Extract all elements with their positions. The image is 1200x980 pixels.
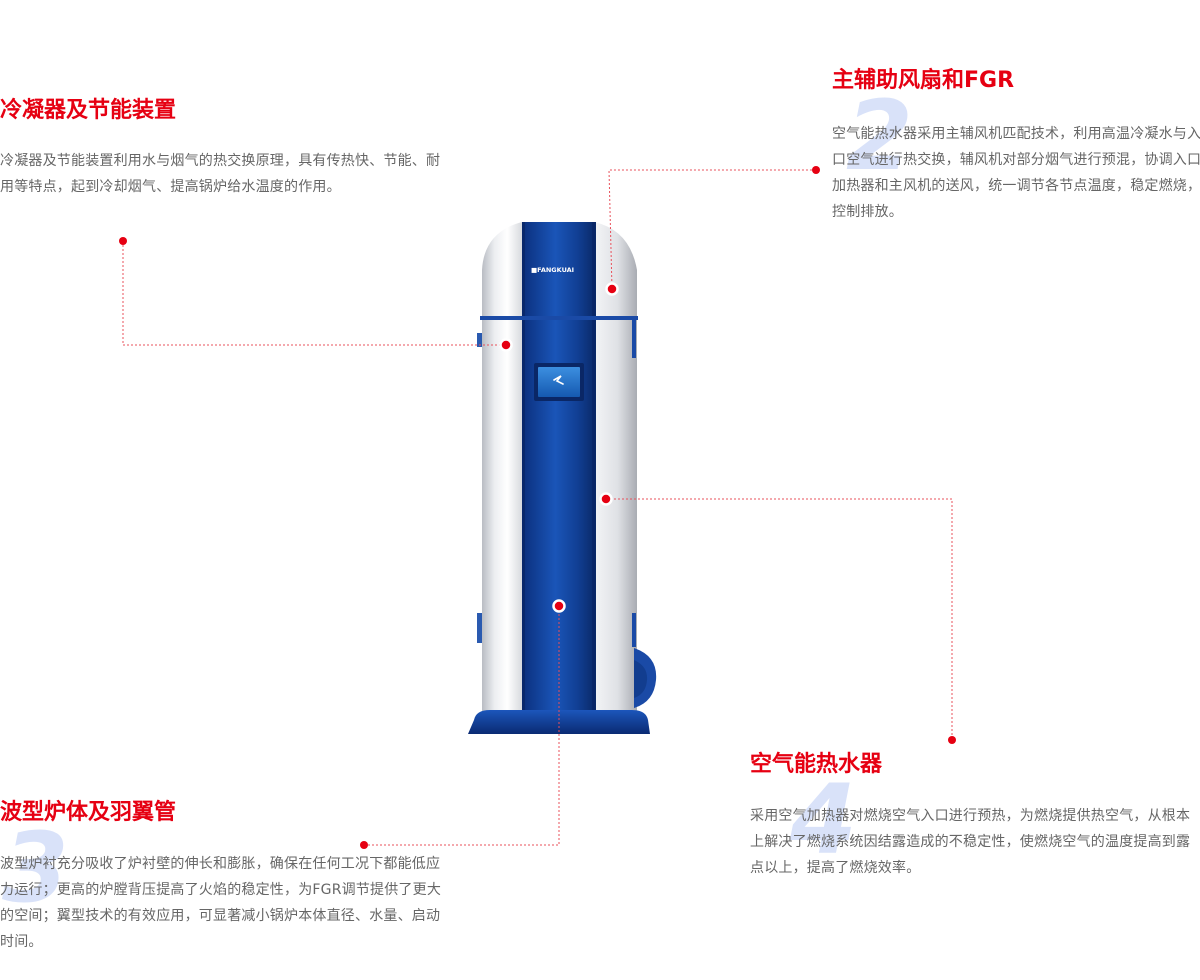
feature-description: 采用空气加热器对燃烧空气入口进行预热，为燃烧提供热空气，从根本上解决了燃烧系统因…: [750, 808, 1191, 876]
feature-condenser: 冷凝器及节能装置 冷凝器及节能装置利用水与烟气的热交换原理，具有传热快、节能、耐…: [0, 96, 450, 200]
feature-description: 波型炉衬充分吸收了炉衬壁的伸长和膨胀，确保在任何工况下都能低应力运行；更高的炉膛…: [0, 856, 442, 950]
feature-title: 空气能热水器: [750, 752, 883, 777]
feature-wave-furnace: 3 波型炉体及羽翼管 波型炉衬充分吸收了炉衬壁的伸长和膨胀，确保在任何工况下都能…: [0, 798, 452, 955]
brand-logo: ■FANGKUAI: [531, 266, 574, 274]
feature-fan-fgr: 2 主辅助风扇和FGR 空气能热水器采用主辅风机匹配技术，利用高温冷凝水与入口空…: [832, 66, 1200, 225]
callout-end-dot: [812, 166, 820, 174]
feature-title: 主辅助风扇和FGR: [832, 68, 1015, 93]
feature-description: 空气能热水器采用主辅风机匹配技术，利用高温冷凝水与入口空气进行热交换，辅风机对部…: [832, 126, 1200, 220]
feature-air-heater: 4 空气能热水器 采用空气加热器对燃烧空气入口进行预热，为燃烧提供热空气，从根本…: [750, 750, 1200, 881]
callout-end-dot: [119, 237, 127, 245]
feature-title: 波型炉体及羽翼管: [0, 800, 177, 825]
boiler-product-image: ■FANGKUAI: [468, 222, 657, 734]
callout-end-dot: [948, 736, 956, 744]
feature-description: 冷凝器及节能装置利用水与烟气的热交换原理，具有传热快、节能、耐用等特点，起到冷却…: [0, 153, 441, 195]
feature-title: 冷凝器及节能装置: [0, 98, 177, 123]
